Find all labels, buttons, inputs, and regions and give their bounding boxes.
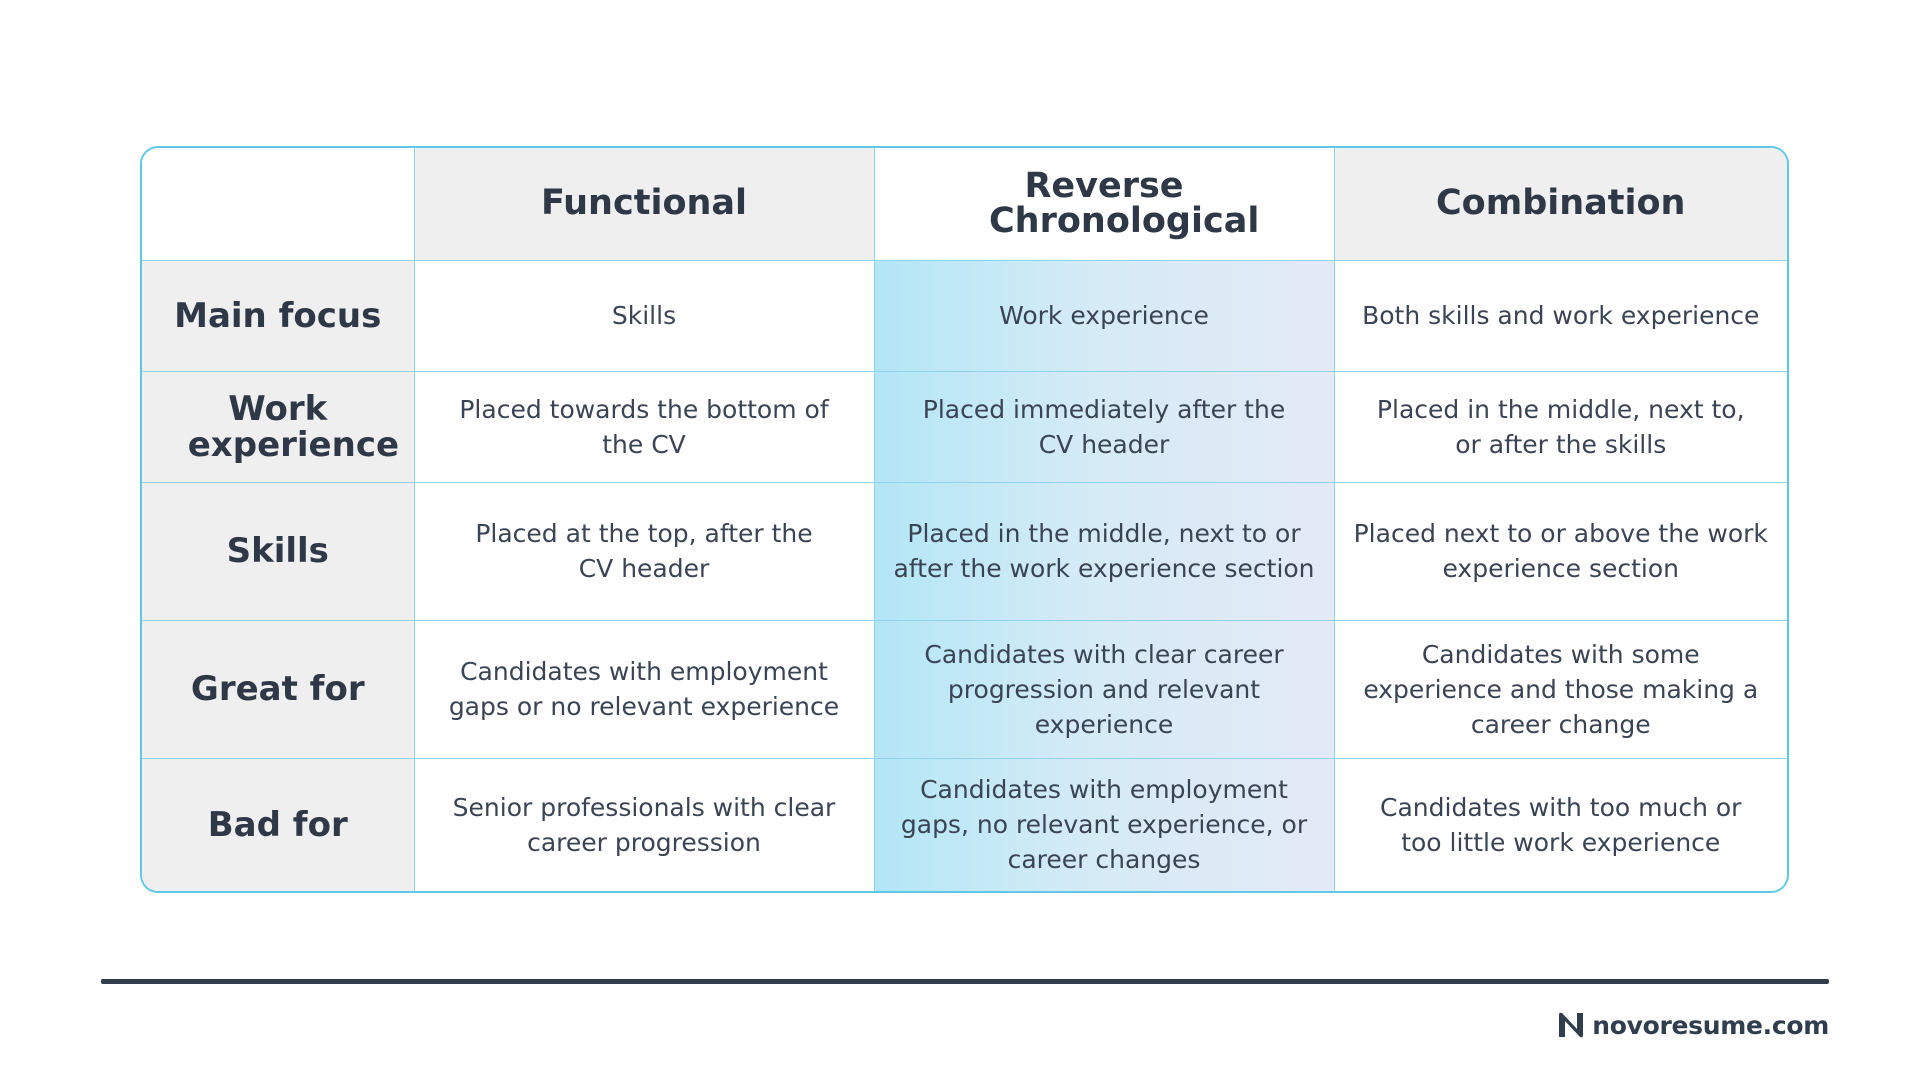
cell-text: Placed towards the bottom of the CV (459, 394, 829, 459)
brand-name: novoresume.com (1592, 1010, 1829, 1040)
table-cell: Senior professionals with clear career p… (413, 757, 875, 891)
table-cell-highlighted: Candidates with clear career progression… (873, 619, 1335, 759)
table-cell: Both skills and work experience (1333, 259, 1787, 372)
header-empty-cell (142, 148, 415, 261)
cell-text: Placed immediately after the CV header (922, 394, 1286, 459)
table-row: Work experience Placed towards the botto… (142, 370, 1787, 483)
table-cell: Placed in the middle, next to, or after … (1333, 370, 1787, 483)
footer-divider (101, 979, 1829, 984)
table-row: Bad for Senior professionals with clear … (142, 757, 1787, 891)
brand-footer[interactable]: novoresume.com (1556, 1007, 1829, 1043)
row-header-skills: Skills (142, 481, 415, 621)
cell-text: Senior professionals with clear career p… (452, 792, 836, 857)
cell-text: Candidates with clear career progression… (924, 639, 1284, 739)
row-header-work-experience: Work experience (142, 370, 415, 483)
table-header-row: Functional Reverse Chronological Combina… (142, 148, 1787, 261)
table-cell-highlighted: Placed immediately after the CV header (873, 370, 1335, 483)
table-cell-highlighted: Placed in the middle, next to or after t… (873, 481, 1335, 621)
table-cell: Candidates with some experience and thos… (1333, 619, 1787, 759)
table-cell: Placed at the top, after the CV header (413, 481, 875, 621)
table-cell-highlighted: Work experience (873, 259, 1335, 372)
novoresume-logo-icon (1559, 1012, 1584, 1038)
row-header-main-focus: Main focus (142, 259, 415, 372)
table-cell: Placed towards the bottom of the CV (413, 370, 875, 483)
table-cell: Candidates with too much or too little w… (1333, 757, 1787, 891)
cell-text: Candidates with too much or too little w… (1380, 792, 1742, 857)
table-row: Skills Placed at the top, after the CV h… (142, 481, 1787, 621)
row-header-bad-for: Bad for (142, 757, 415, 891)
column-header-reverse-chronological: Reverse Chronological (873, 148, 1335, 261)
comparison-table-container: Functional Reverse Chronological Combina… (140, 146, 1789, 893)
column-header-combination: Combination (1333, 148, 1787, 261)
table-cell-highlighted: Candidates with employment gaps, no rele… (873, 757, 1335, 891)
cell-text: Placed at the top, after the CV header (475, 519, 813, 583)
cell-text: Placed in the middle, next to, or after … (1376, 394, 1745, 459)
column-header-functional: Functional (413, 148, 875, 261)
row-header-label: Work experience (187, 388, 400, 465)
table-cell: Candidates with employment gaps or no re… (413, 619, 875, 759)
table-row: Main focus Skills Work experience Both s… (142, 259, 1787, 372)
column-header-label: Reverse Chronological (989, 165, 1260, 241)
row-header-great-for: Great for (142, 619, 415, 759)
cv-format-comparison-table: Functional Reverse Chronological Combina… (142, 148, 1787, 891)
table-row: Great for Candidates with employment gap… (142, 619, 1787, 759)
table-cell: Placed next to or above the work experie… (1333, 481, 1787, 621)
table-cell: Skills (413, 259, 875, 372)
